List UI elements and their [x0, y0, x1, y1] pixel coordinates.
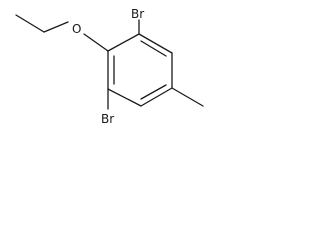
- chemical-structure: Br O Br: [15, 7, 204, 126]
- double-bond-inner-top-right: [140, 40, 167, 57]
- bond-oxygen-ch2: [43, 21, 69, 33]
- atom-oxygen: O: [72, 22, 81, 36]
- ring-bond-c2-c3: [138, 33, 173, 54]
- double-bond-inner-bottom-right: [140, 84, 167, 100]
- atom-br-top: Br: [131, 7, 144, 21]
- ring-bond-c5-c6: [107, 88, 142, 107]
- bond-c4-methyl: [171, 87, 204, 107]
- ring-bond-c1-c2: [107, 33, 140, 52]
- bond-ch2-ch3: [15, 14, 45, 33]
- ring-bond-c4-c5: [140, 87, 173, 107]
- bond-c1-oxygen: [83, 33, 109, 52]
- atom-br-bottom: Br: [101, 112, 114, 126]
